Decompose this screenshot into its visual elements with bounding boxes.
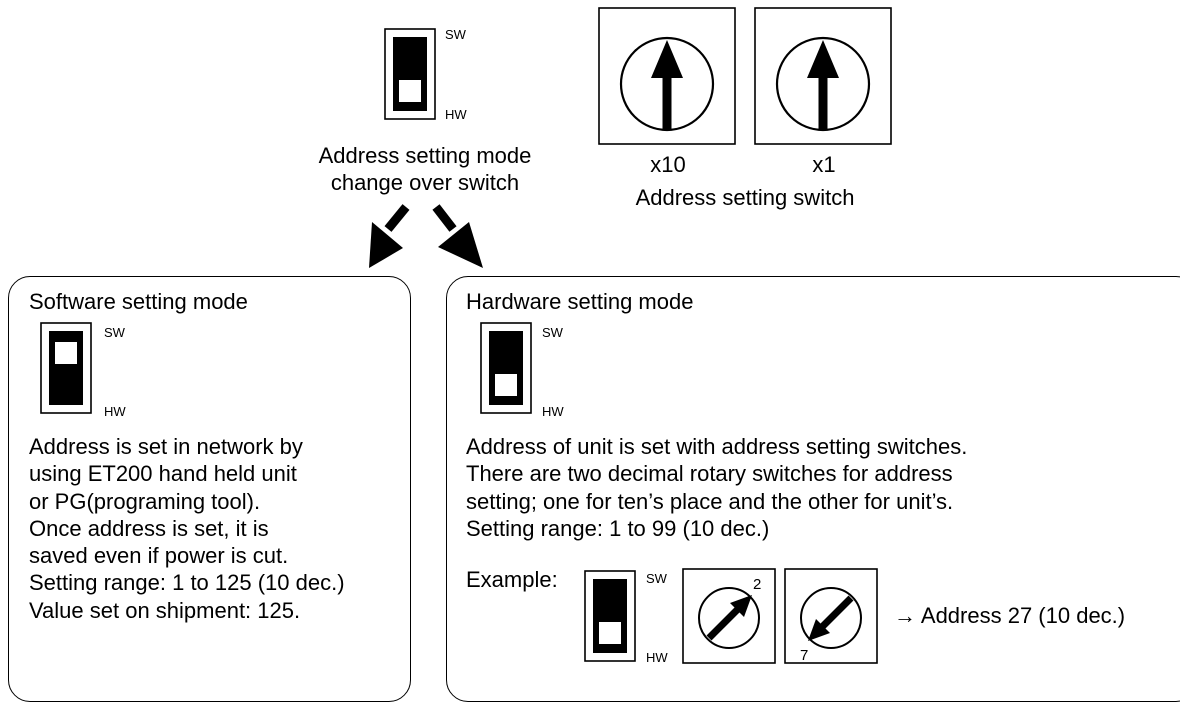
software-mode-switch-icon xyxy=(40,322,92,414)
example-label: Example: xyxy=(466,567,558,592)
software-desc-line: Value set on shipment: 125. xyxy=(29,597,301,623)
software-switch-sw-label: SW xyxy=(104,325,125,340)
mode-switch-caption-line-2: change over switch xyxy=(330,170,520,195)
ones-digit-label: 7 xyxy=(800,647,809,664)
hardware-desc-line: Address of unit is set with address sett… xyxy=(466,434,968,459)
example-rotary-switch-tens xyxy=(682,568,776,664)
software-desc-line: using ET200 hand held unit xyxy=(29,461,297,487)
hardware-desc-line: Setting range: 1 to 99 (10 dec.) xyxy=(466,515,770,541)
example-switch-sw-label: SW xyxy=(646,571,667,586)
software-desc-line: Address is set in network by xyxy=(29,434,303,459)
ones-switch-label: x1 xyxy=(812,152,836,177)
software-desc-line: Once address is set, it is xyxy=(29,515,269,541)
mode-switch-caption-line-1: Address setting mode xyxy=(318,143,532,168)
hardware-switch-sw-label: SW xyxy=(542,325,563,340)
software-mode-title: Software setting mode xyxy=(29,289,248,314)
example-switch-hw-label: HW xyxy=(646,650,668,665)
tens-digit-label: 2 xyxy=(753,576,762,593)
hardware-desc-line: There are two decimal rotary switches fo… xyxy=(466,461,953,487)
software-desc-line: Setting range: 1 to 125 (10 dec.) xyxy=(29,570,345,596)
example-result: → Address 27 (10 dec.) xyxy=(894,603,1126,628)
hardware-mode-description: Address of unit is set with address sett… xyxy=(466,433,967,542)
hardware-desc-line: setting; one for ten’s place and the oth… xyxy=(466,488,954,514)
mode-switch-hw-label: HW xyxy=(445,107,467,122)
mode-change-switch xyxy=(384,28,436,120)
example-mode-switch-icon xyxy=(584,570,636,662)
software-desc-line: saved even if power is cut. xyxy=(29,543,289,569)
hardware-mode-switch-icon xyxy=(480,322,532,414)
software-switch-hw-label: HW xyxy=(104,404,126,419)
rotary-switch-ones xyxy=(754,7,892,145)
address-switch-caption: Address setting switch xyxy=(635,185,855,210)
software-desc-line: or PG(programing tool). xyxy=(29,488,261,514)
software-mode-description: Address is set in network by using ET200… xyxy=(29,433,345,624)
rotary-switch-tens xyxy=(598,7,736,145)
mode-switch-sw-label: SW xyxy=(445,27,466,42)
example-rotary-switch-ones xyxy=(784,568,878,664)
tens-switch-label: x10 xyxy=(650,152,686,177)
hardware-switch-hw-label: HW xyxy=(542,404,564,419)
hardware-mode-title: Hardware setting mode xyxy=(466,289,694,314)
